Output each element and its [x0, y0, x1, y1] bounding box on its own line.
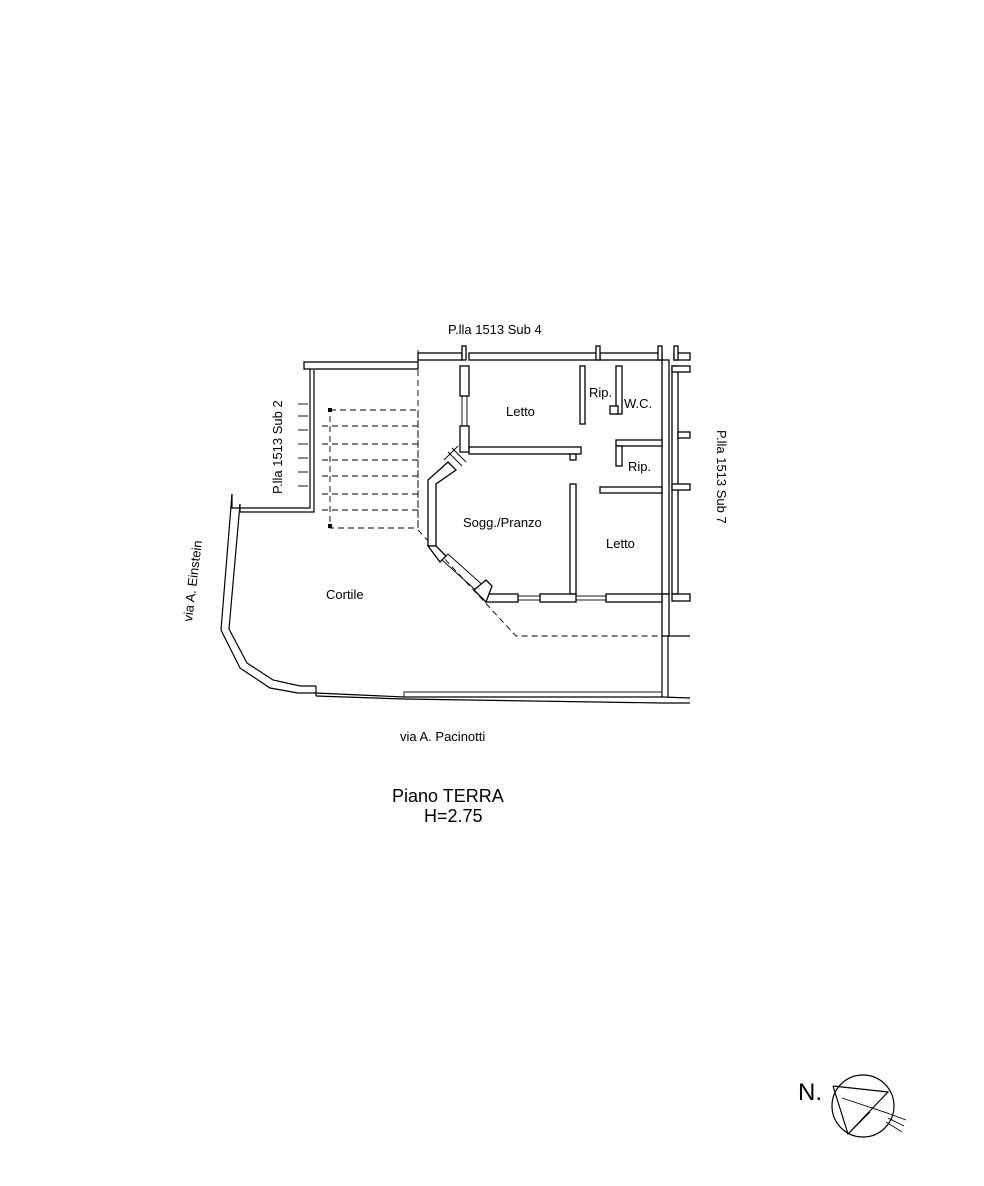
street-label-left: via A. Einstein	[180, 539, 205, 622]
building-walls	[417, 345, 691, 637]
neighbor-label-right: P.lla 1513 Sub 7	[714, 430, 729, 524]
floor-title: Piano TERRA	[392, 786, 504, 806]
neighbor-label-top: P.lla 1513 Sub 4	[448, 322, 542, 337]
pergola	[322, 350, 662, 637]
room-label-storage-1: Rip.	[589, 385, 612, 400]
room-label-bedroom-1: Letto	[506, 404, 535, 419]
neighbor-label-left: P.lla 1513 Sub 2	[270, 400, 285, 494]
site-boundary	[220, 361, 691, 704]
room-label-living-dining: Sogg./Pranzo	[463, 515, 542, 530]
floor-height: H=2.75	[424, 806, 483, 826]
north-label: N.	[798, 1079, 822, 1106]
street-label-bottom: via A. Pacinotti	[400, 729, 485, 744]
room-label-storage-2: Rip.	[628, 459, 651, 474]
north-arrow-icon	[831, 1074, 907, 1138]
room-label-bedroom-2: Letto	[606, 536, 635, 551]
room-label-wc: W.C.	[624, 396, 652, 411]
courtyard-label: Cortile	[326, 587, 364, 602]
